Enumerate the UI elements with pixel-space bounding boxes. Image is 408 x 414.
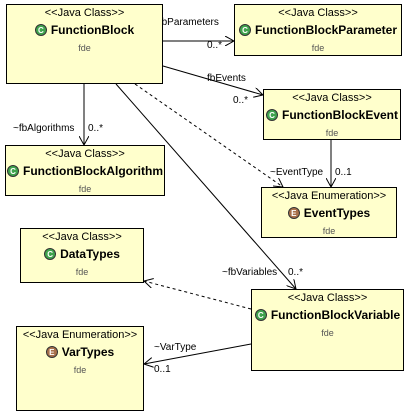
java-class-icon: C xyxy=(254,309,267,321)
class-name: FunctionBlock xyxy=(50,23,135,37)
package-label: fde xyxy=(321,328,334,338)
class-name: EventTypes xyxy=(303,206,371,220)
stereotype-label: <<Java Class>> xyxy=(292,92,372,104)
java-class-icon: C xyxy=(7,165,19,177)
edge-variable-to-datatypes-dependency xyxy=(144,281,252,310)
role-fb-events: fbEvents xyxy=(207,73,246,84)
mult-fb-parameters: 0..* xyxy=(207,40,222,51)
stereotype-label: <<Java Class>> xyxy=(45,148,125,160)
class-name: DataTypes xyxy=(60,247,120,261)
class-name: VarTypes xyxy=(61,345,115,359)
role-fb-algorithms: ~fbAlgorithms xyxy=(13,123,74,134)
stereotype-label: <<Java Class>> xyxy=(278,7,358,19)
class-function-block-algorithm[interactable]: <<Java Class>> C FunctionBlockAlgorithm f… xyxy=(5,145,165,196)
java-class-icon: C xyxy=(34,24,47,36)
java-class-icon: C xyxy=(238,24,251,36)
package-label: fde xyxy=(311,43,325,53)
stereotype-label: <<Java Enumeration>> xyxy=(271,190,387,202)
stereotype-label: <<Java Class>> xyxy=(44,7,125,19)
package-label: fde xyxy=(73,365,87,375)
class-name: FunctionBlockEvent xyxy=(281,108,398,122)
package-label: fde xyxy=(78,184,92,194)
stereotype-label: <<Java Enumeration>> xyxy=(22,329,138,341)
role-fb-parameters: ~fbParameters xyxy=(153,17,219,28)
role-var-type: ~VarType xyxy=(154,342,197,353)
edge-fb-events xyxy=(162,65,263,95)
class-name: FunctionBlockParameter xyxy=(254,23,398,37)
edge-fb-to-eventtypes-dependency xyxy=(134,83,283,187)
java-enum-icon: E xyxy=(287,207,300,219)
class-name: FunctionBlockVariable xyxy=(270,308,401,322)
stereotype-label: <<Java Class>> xyxy=(287,292,368,304)
mult-fb-algorithms: 0..* xyxy=(88,123,103,134)
mult-fb-events: 0..* xyxy=(233,95,248,106)
java-enum-icon: E xyxy=(45,346,58,358)
role-fb-variables: ~fbVariables xyxy=(222,267,277,278)
stereotype-label: <<Java Class>> xyxy=(42,231,122,243)
edge-var-type xyxy=(144,343,252,364)
package-label: fde xyxy=(322,226,336,236)
mult-var-type: 0..1 xyxy=(154,364,171,375)
edge-fb-variables xyxy=(115,83,296,289)
java-class-icon: C xyxy=(44,248,57,260)
package-label: fde xyxy=(325,128,339,138)
java-class-icon: C xyxy=(265,109,278,121)
role-event-type: ~EventType xyxy=(270,167,324,178)
package-label: fde xyxy=(75,267,89,277)
class-name: FunctionBlockAlgorithm xyxy=(23,164,163,178)
mult-event-type: 0..1 xyxy=(335,167,352,178)
package-label: fde xyxy=(78,43,91,53)
mult-fb-variables: 0..* xyxy=(288,267,303,278)
